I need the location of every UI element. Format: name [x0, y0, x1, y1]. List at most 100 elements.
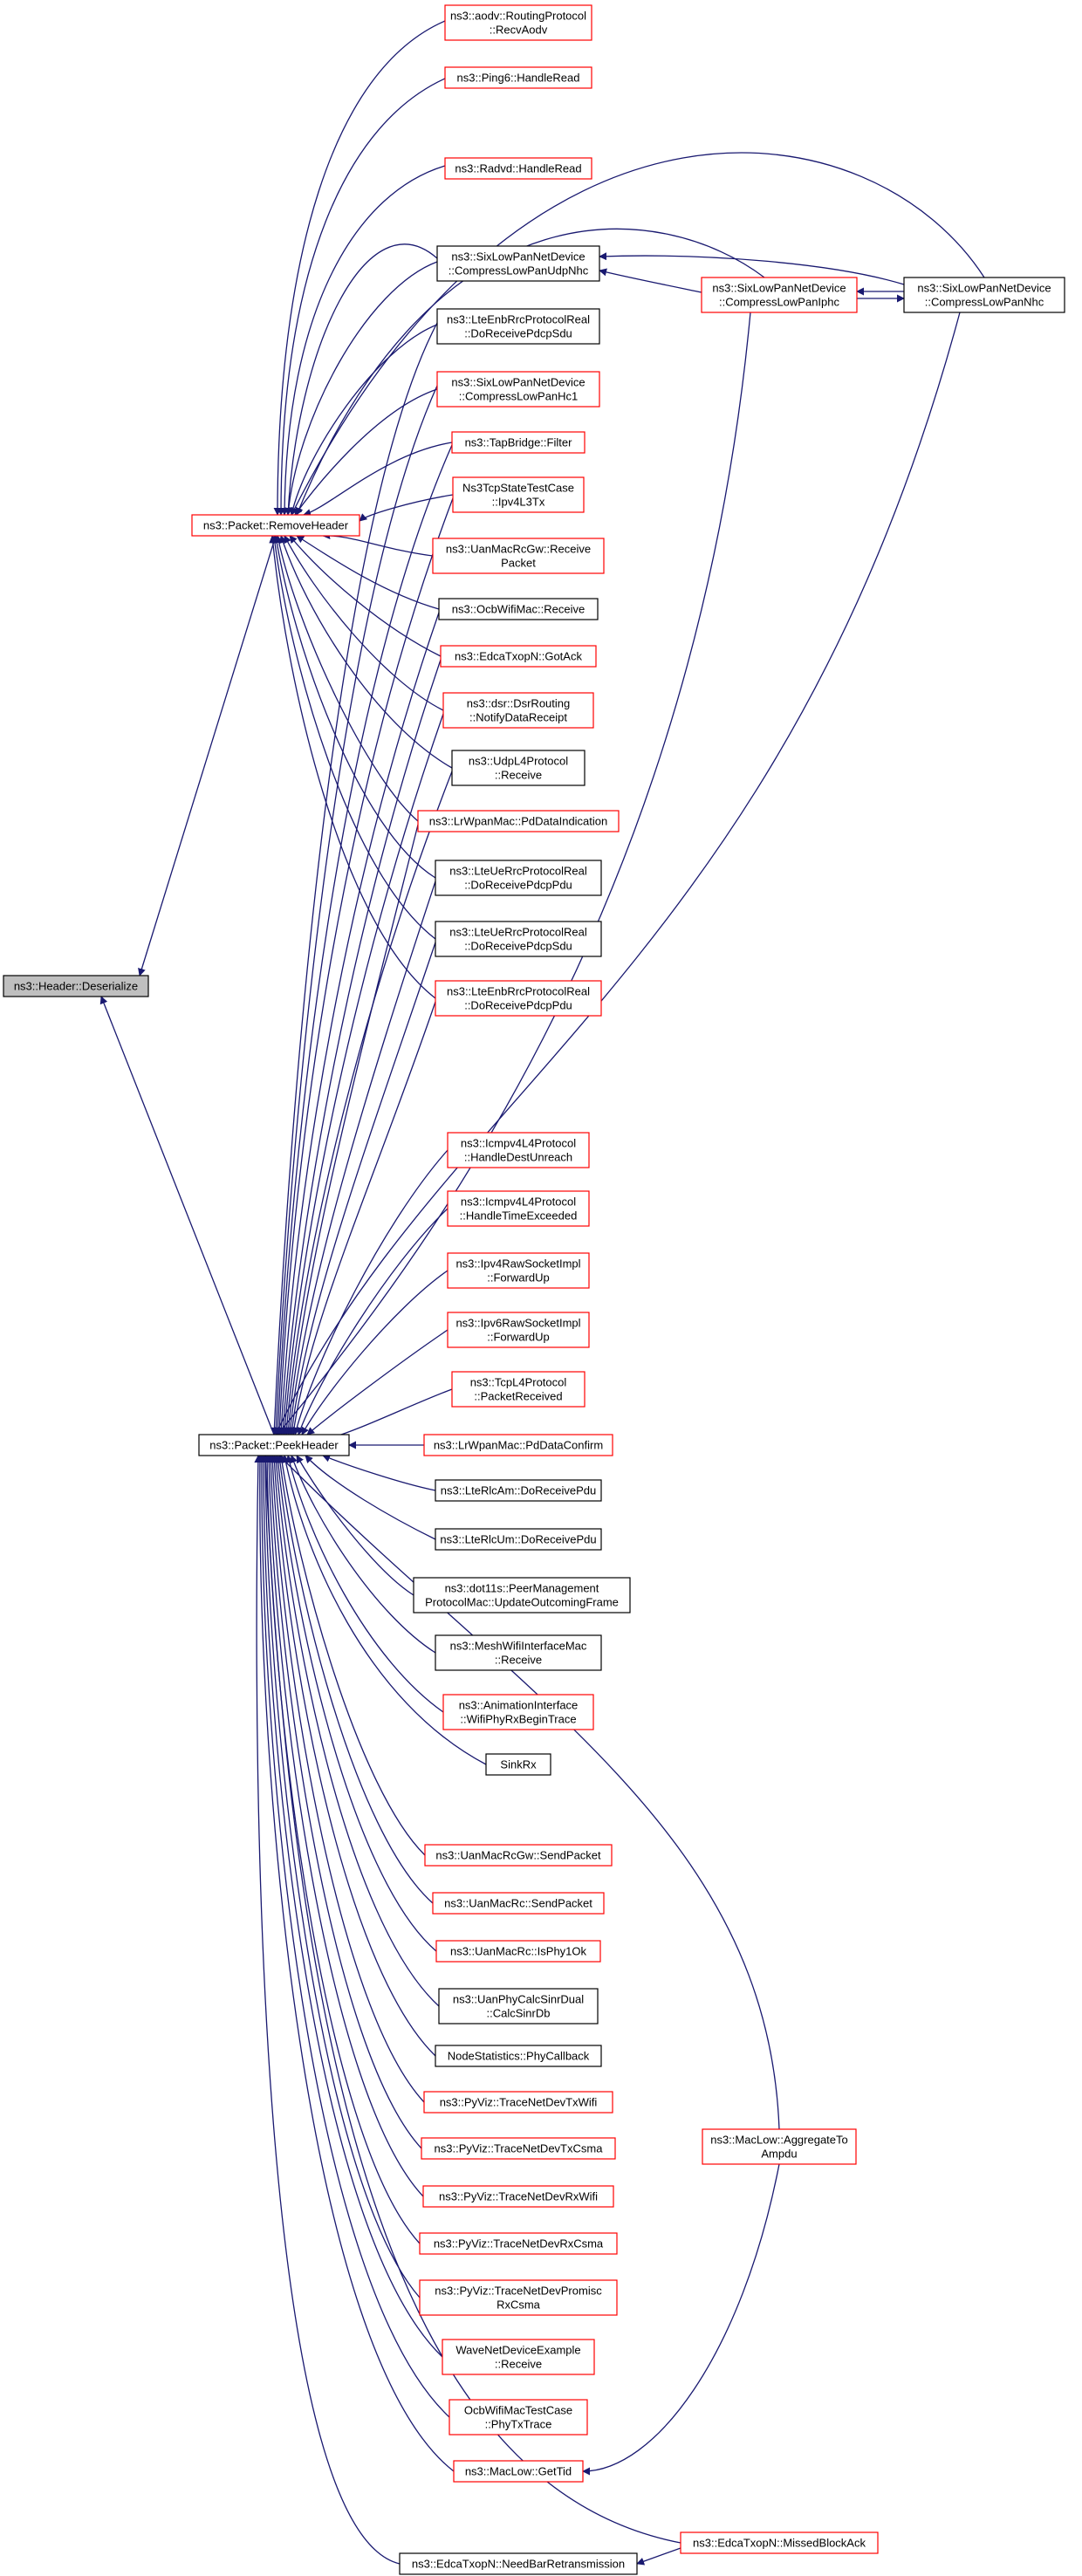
caller-node-enbsdu[interactable]: ns3::LteEnbRrcProtocolReal::DoReceivePdc… [436, 308, 600, 345]
node-label: ::HandleDestUnreach [464, 1151, 572, 1164]
caller-node-aodv[interactable]: ns3::aodv::RoutingProtocol::RecvAodv [444, 4, 592, 41]
edge-dsr-to-remove [284, 535, 444, 711]
edge-uesdu-to-peek [288, 942, 436, 1435]
root-node-root[interactable]: ns3::Header::Deserialize [3, 975, 149, 997]
node-box [436, 308, 600, 345]
edge-tcptest-to-peek [275, 497, 454, 1435]
node-box [399, 2552, 638, 2575]
node-box [451, 1371, 586, 1408]
node-label: ns3::dsr::DsrRouting [467, 697, 571, 710]
caller-node-uanrcsend[interactable]: ns3::UanMacRc::SendPacket [432, 1892, 605, 1915]
node-label: ::CalcSinrDb [487, 2007, 551, 2020]
caller-node-phyok[interactable]: ns3::UanMacRc::IsPhy1Ok [435, 1940, 601, 1963]
node-label: ns3::LteEnbRrcProtocolReal [447, 313, 590, 326]
caller-node-tcptest[interactable]: Ns3TcpStateTestCase::Ipv4L3Tx [452, 476, 585, 513]
node-box [447, 1190, 590, 1227]
caller-node-ocbtest[interactable]: OcbWifiMacTestCase::PhyTxTrace [449, 2399, 588, 2436]
node-box [423, 1434, 613, 1456]
caller-node-gettid[interactable]: ns3::MacLow::GetTid [453, 2460, 584, 2483]
caller-node-nhc[interactable]: ns3::SixLowPanNetDevice::CompressLowPanN… [903, 277, 1065, 313]
node-label: ns3::Ipv4RawSocketImpl [455, 1257, 580, 1271]
caller-node-ipv4raw[interactable]: ns3::Ipv4RawSocketImpl::ForwardUp [447, 1252, 590, 1289]
caller-node-pdconf[interactable]: ns3::LrWpanMac::PdDataConfirm [423, 1434, 613, 1456]
node-box [3, 975, 149, 997]
node-label: ns3::LteRlcAm::DoReceivePdu [441, 1484, 596, 1497]
caller-node-rlcam[interactable]: ns3::LteRlcAm::DoReceivePdu [435, 1479, 602, 1502]
node-label: ns3::SixLowPanNetDevice [451, 376, 585, 389]
node-box [419, 2232, 618, 2255]
caller-node-needbar[interactable]: ns3::EdcaTxopN::NeedBarRetransmission [399, 2552, 638, 2575]
caller-node-rlcum[interactable]: ns3::LteRlcUm::DoReceivePdu [435, 1528, 602, 1551]
node-label: ns3::Header::Deserialize [14, 980, 138, 993]
edge-tap-to-peek [273, 444, 453, 1435]
caller-node-peermgmt[interactable]: ns3::dot11s::PeerManagementProtocolMac::… [413, 1577, 631, 1613]
caller-node-uesdu[interactable]: ns3::LteUeRrcProtocolReal::DoReceivePdcp… [435, 921, 602, 957]
caller-node-ping6[interactable]: ns3::Ping6::HandleRead [444, 66, 592, 89]
node-box [435, 1479, 602, 1502]
caller-node-txwifi[interactable]: ns3::PyViz::TraceNetDevTxWifi [423, 2091, 613, 2114]
caller-node-radvd[interactable]: ns3::Radvd::HandleRead [444, 157, 592, 180]
edge-aggr-to-peek [278, 1455, 780, 2130]
node-label: ns3::UanMacRcGw::Receive [446, 543, 591, 556]
node-box [435, 1634, 602, 1671]
node-box [442, 2339, 595, 2375]
caller-node-icmpdest[interactable]: ns3::Icmpv4L4Protocol::HandleDestUnreach [447, 1132, 590, 1168]
caller-node-sinkrx[interactable]: SinkRx [485, 1753, 551, 1776]
node-box [422, 2185, 614, 2208]
caller-node-enbpdu[interactable]: ns3::LteEnbRrcProtocolReal::DoReceivePdc… [435, 980, 602, 1017]
caller-node-uepdu[interactable]: ns3::LteUeRrcProtocolReal::DoReceivePdcp… [435, 860, 602, 896]
node-label: ns3::aodv::RoutingProtocol [450, 10, 586, 23]
caller-node-sinrdb[interactable]: ns3::UanPhyCalcSinrDual::CalcSinrDb [438, 1988, 599, 2024]
caller-node-hc1[interactable]: ns3::SixLowPanNetDevice::CompressLowPanH… [436, 371, 600, 408]
caller-node-nodestats[interactable]: NodeStatistics::PhyCallback [435, 2045, 602, 2067]
edge-hc1-to-remove [294, 388, 438, 516]
caller-node-rxcsma[interactable]: ns3::PyViz::TraceNetDevRxCsma [419, 2232, 618, 2255]
caller-node-txcsma[interactable]: ns3::PyViz::TraceNetDevTxCsma [421, 2137, 616, 2160]
caller-node-anim[interactable]: ns3::AnimationInterface::WifiPhyRxBeginT… [442, 1694, 594, 1730]
node-label: ns3::Packet::PeekHeader [209, 1439, 339, 1452]
node-box [444, 66, 592, 89]
node-label: ::CompressLowPanIphc [719, 296, 840, 309]
node-label: WaveNetDeviceExample [455, 2344, 580, 2357]
caller-node-ipv6raw[interactable]: ns3::Ipv6RawSocketImpl::ForwardUp [447, 1312, 590, 1348]
node-label: OcbWifiMacTestCase [464, 2404, 572, 2417]
node-label: ::Receive [495, 769, 542, 782]
caller-node-missed[interactable]: ns3::EdcaTxopN::MissedBlockAck [680, 2531, 879, 2554]
node-label: ::PhyTxTrace [485, 2418, 552, 2431]
caller-node-ocbrecv[interactable]: ns3::OcbWifiMac::Receive [438, 598, 599, 620]
node-box [903, 277, 1065, 313]
node-box [436, 245, 600, 282]
node-box [451, 750, 586, 786]
node-box [432, 538, 605, 574]
node-label: Packet [501, 557, 536, 570]
hub-node-remove[interactable]: ns3::Packet::RemoveHeader [191, 514, 360, 537]
caller-node-udpl4[interactable]: ns3::UdpL4Protocol::Receive [451, 750, 586, 786]
node-label: ::DoReceivePdcpSdu [464, 940, 572, 953]
edge-remove-to-root [138, 535, 277, 976]
edge-uangwsend-to-peek [277, 1455, 426, 1856]
caller-node-tcpl4[interactable]: ns3::TcpL4Protocol::PacketReceived [451, 1371, 586, 1408]
caller-node-wavenet[interactable]: WaveNetDeviceExample::Receive [442, 2339, 595, 2375]
caller-node-udpnhc[interactable]: ns3::SixLowPanNetDevice::CompressLowPanU… [436, 245, 600, 282]
edge-radvd-to-remove [280, 165, 446, 516]
caller-node-gotack[interactable]: ns3::EdcaTxopN::GotAck [440, 645, 597, 668]
caller-node-icmptime[interactable]: ns3::Icmpv4L4Protocol::HandleTimeExceede… [447, 1190, 590, 1227]
caller-node-uangwsend[interactable]: ns3::UanMacRcGw::SendPacket [424, 1844, 613, 1867]
node-label: ns3::TcpL4Protocol [470, 1376, 567, 1389]
edge-nodestats-to-peek [270, 1455, 436, 2057]
hub-node-peek[interactable]: ns3::Packet::PeekHeader [198, 1434, 350, 1456]
caller-node-meshrecv[interactable]: ns3::MeshWifiInterfaceMac::Receive [435, 1634, 602, 1671]
caller-node-dsr[interactable]: ns3::dsr::DsrRouting::NotifyDataReceipt [442, 692, 594, 729]
caller-node-tap[interactable]: ns3::TapBridge::Filter [451, 431, 586, 454]
node-label: ::ForwardUp [487, 1271, 550, 1285]
node-label: ns3::MacLow::AggregateTo [710, 2134, 848, 2147]
node-label: ns3::SixLowPanNetDevice [917, 282, 1051, 295]
caller-node-rxwifi[interactable]: ns3::PyViz::TraceNetDevRxWifi [422, 2185, 614, 2208]
caller-node-iphc[interactable]: ns3::SixLowPanNetDevice::CompressLowPanI… [701, 277, 858, 313]
edge-aggr-to-gettid [582, 2163, 780, 2476]
caller-node-pdind[interactable]: ns3::LrWpanMac::PdDataIndication [417, 810, 620, 832]
node-box [413, 1577, 631, 1613]
